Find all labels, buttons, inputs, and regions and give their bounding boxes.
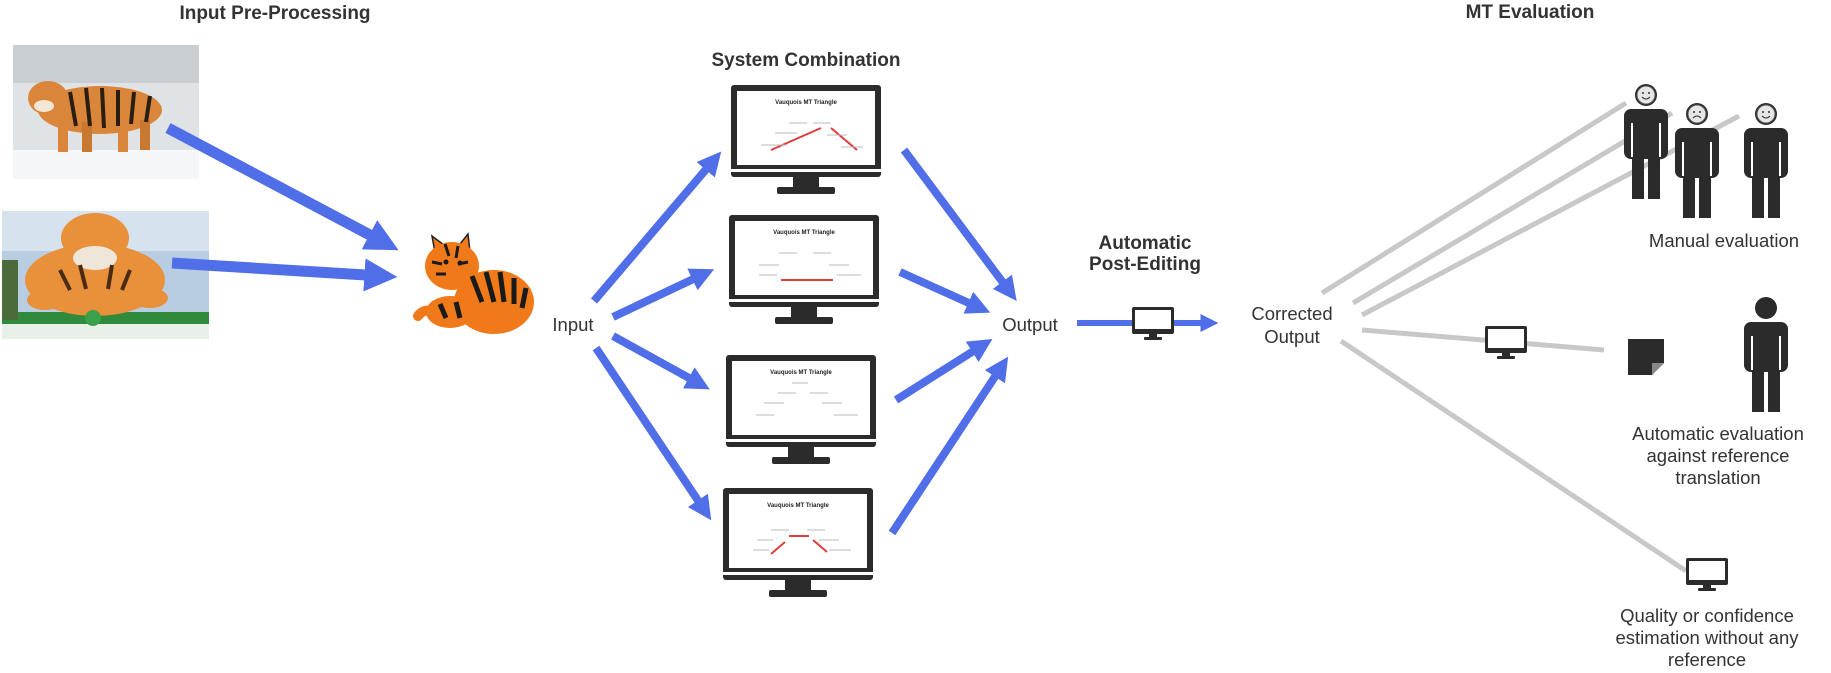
monitor-2-title: Vauquois MT Triangle	[773, 230, 835, 236]
heading-input-preprocessing: Input Pre-Processing	[179, 3, 370, 24]
arrow-system-4-to-output	[888, 356, 1009, 536]
input-to-systems-arrows	[590, 151, 722, 521]
heading-automatic-post-editing-line2: Post-Editing	[1089, 254, 1201, 275]
smiley-face-icon	[1636, 85, 1656, 105]
quality-estimation-monitor-icon	[1686, 558, 1728, 591]
evaluator-person-3-icon	[1743, 102, 1789, 219]
frowny-face-icon	[1687, 104, 1707, 124]
corrected-output-label-line2: Output	[1264, 326, 1320, 347]
post-editing-monitor-icon	[1132, 307, 1174, 340]
line-to-evaluator-2	[1351, 110, 1674, 306]
line-to-automatic-evaluation	[1361, 327, 1605, 353]
monitor-4-title: Vauquois MT Triangle	[767, 503, 829, 509]
arrow-statue-to-tiger	[171, 257, 398, 292]
evaluator-person-2-icon	[1674, 102, 1720, 219]
heading-system-combination: System Combination	[712, 50, 901, 71]
smiley-face-icon	[1756, 104, 1776, 124]
quality-estimation-label-line2: estimation without any	[1615, 627, 1799, 648]
arrow-system-1-to-output	[900, 147, 1017, 301]
system-monitor-4: Vauquois MT Triangle	[723, 488, 873, 597]
input-label: Input	[552, 314, 593, 335]
arrow-input-to-system-4	[592, 345, 712, 521]
output-label: Output	[1002, 314, 1058, 335]
line-to-quality-estimation	[1339, 338, 1688, 574]
heading-mt-evaluation: MT Evaluation	[1466, 2, 1595, 23]
tiger-statue-photo	[2, 211, 209, 339]
evaluator-person-1-icon	[1623, 83, 1669, 200]
manual-evaluation-label: Manual evaluation	[1649, 230, 1799, 251]
corrected-output-label-line1: Corrected	[1251, 303, 1332, 324]
monitor-3-title: Vauquois MT Triangle	[770, 370, 832, 376]
arrow-input-to-system-3	[611, 332, 710, 390]
reference-person-icon	[1743, 296, 1789, 413]
arrow-input-to-system-1	[590, 151, 722, 304]
system-monitor-2: Vauquois MT Triangle	[729, 215, 879, 324]
systems-to-output-arrows	[888, 147, 1017, 536]
arrow-system-3-to-output	[893, 339, 993, 404]
automatic-evaluation-label-line2: against reference	[1647, 445, 1790, 466]
system-monitor-3: Vauquois MT Triangle	[726, 355, 876, 464]
document-icon	[1628, 339, 1664, 375]
automatic-evaluation-monitor-icon	[1485, 326, 1527, 359]
cartoon-tiger-icon	[413, 232, 534, 334]
system-monitor-1: Vauquois MT Triangle	[731, 85, 881, 194]
tiger-photo	[13, 45, 199, 179]
preprocessing-arrows	[165, 123, 399, 292]
automatic-evaluation-label-line3: translation	[1675, 467, 1760, 488]
quality-estimation-label-line3: reference	[1668, 649, 1746, 670]
arrow-photo-to-tiger	[165, 123, 399, 251]
line-to-evaluator-1	[1320, 100, 1628, 296]
automatic-evaluation-label-line1: Automatic evaluation	[1632, 423, 1804, 444]
monitor-1-title: Vauquois MT Triangle	[775, 100, 837, 106]
heading-automatic-post-editing-line1: Automatic	[1099, 233, 1192, 254]
quality-estimation-label-line1: Quality or confidence	[1620, 605, 1794, 626]
arrow-input-to-system-2	[611, 268, 715, 321]
arrow-system-2-to-output	[898, 268, 991, 314]
